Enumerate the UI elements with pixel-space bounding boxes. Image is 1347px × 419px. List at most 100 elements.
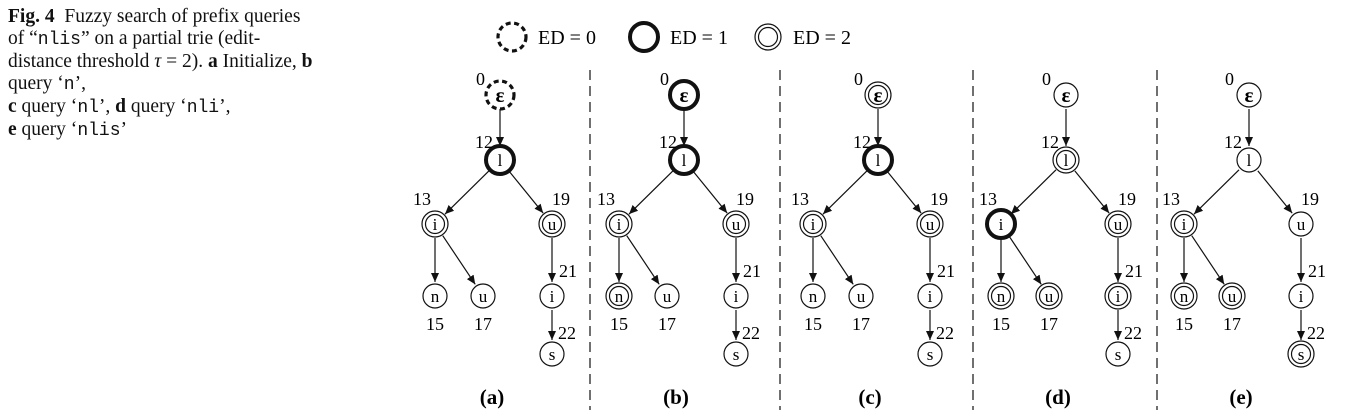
node-s22-number: 22 bbox=[1307, 323, 1325, 343]
node-root-number: 0 bbox=[476, 69, 485, 89]
legend-double-swatch-inner-ring bbox=[757, 26, 779, 48]
node-i13-char: i bbox=[433, 215, 438, 234]
node-u17-number: 17 bbox=[1040, 314, 1058, 334]
panel-label: (c) bbox=[858, 385, 881, 409]
caption-a-label: a bbox=[207, 51, 218, 72]
caption-c-label: c bbox=[8, 96, 17, 117]
node-i21-number: 21 bbox=[937, 261, 955, 281]
node-i21-char: i bbox=[928, 287, 933, 306]
node-u19-char: u bbox=[1114, 215, 1123, 234]
caption-c-text: query ‘ bbox=[16, 96, 78, 117]
edge-i13-u17 bbox=[626, 235, 660, 285]
node-n15-number: 15 bbox=[610, 314, 628, 334]
caption-d-end: ’, bbox=[219, 96, 231, 117]
node-l-char: l bbox=[1247, 151, 1252, 170]
caption-d-label: d bbox=[115, 96, 127, 117]
caption-query: nlis bbox=[37, 30, 81, 50]
node-i21-circle bbox=[1288, 283, 1314, 309]
node-l-number: 12 bbox=[1224, 132, 1242, 152]
node-u19-number: 19 bbox=[736, 189, 754, 209]
node-i21-number: 21 bbox=[743, 261, 761, 281]
node-i21-char: i bbox=[1116, 287, 1121, 306]
node-l-char: l bbox=[682, 151, 687, 170]
edge-l-i13 bbox=[822, 169, 869, 215]
node-i21-number: 21 bbox=[1125, 261, 1143, 281]
node-u17-number: 17 bbox=[474, 314, 492, 334]
node-n15-char: n bbox=[431, 287, 440, 306]
node-root-circle bbox=[1053, 82, 1079, 108]
node-u17-circle bbox=[848, 283, 874, 309]
node-root-char: ε bbox=[496, 83, 505, 107]
node-u17-char: u bbox=[857, 287, 866, 306]
node-s22-char: s bbox=[549, 345, 556, 364]
edge-i13-u17 bbox=[442, 235, 476, 285]
node-u19-circle-inner-ring bbox=[919, 213, 941, 235]
edge-l-u19 bbox=[692, 170, 728, 214]
node-u19-char: u bbox=[548, 215, 557, 234]
node-l-circle bbox=[484, 144, 516, 176]
edge-l-u19 bbox=[1257, 170, 1293, 214]
node-i21-circle bbox=[723, 283, 749, 309]
node-i21-char: i bbox=[734, 287, 739, 306]
node-i13-circle-inner-ring bbox=[802, 213, 824, 235]
node-n15-circle bbox=[422, 283, 448, 309]
node-i13-char: i bbox=[617, 215, 622, 234]
caption-b-label: b bbox=[301, 51, 313, 72]
node-n15-char: n bbox=[615, 287, 624, 306]
node-i21-number: 21 bbox=[559, 261, 577, 281]
node-u19-char: u bbox=[1297, 215, 1306, 234]
node-n15-number: 15 bbox=[1175, 314, 1193, 334]
panel-label: (d) bbox=[1045, 385, 1071, 409]
node-u19-circle-inner-ring bbox=[725, 213, 747, 235]
node-s22-number: 22 bbox=[1124, 323, 1142, 343]
node-l-char: l bbox=[876, 151, 881, 170]
node-n15-circle bbox=[800, 283, 826, 309]
node-i13-char: i bbox=[999, 215, 1004, 234]
node-l-circle bbox=[1236, 147, 1262, 173]
node-u17-circle-inner-ring bbox=[1038, 285, 1060, 307]
node-n15-circle-inner-ring bbox=[608, 285, 630, 307]
caption-d-query: nli bbox=[186, 98, 220, 118]
node-s22-circle bbox=[917, 341, 943, 367]
caption-a-text: Initialize, bbox=[217, 51, 302, 72]
node-root-char: ε bbox=[1062, 83, 1071, 107]
node-l-number: 12 bbox=[853, 132, 871, 152]
node-s22-circle bbox=[723, 341, 749, 367]
node-l-char: l bbox=[498, 151, 503, 170]
caption-e-text: query ‘ bbox=[16, 119, 78, 140]
panel-label: (a) bbox=[480, 385, 505, 409]
edge-i13-u17 bbox=[1008, 235, 1042, 285]
node-l-circle-inner-ring bbox=[1055, 149, 1077, 171]
legend-bold-swatch bbox=[628, 21, 660, 53]
node-i13-circle-inner-ring bbox=[424, 213, 446, 235]
node-n15-number: 15 bbox=[426, 314, 444, 334]
edge-l-u19 bbox=[508, 170, 544, 214]
node-s22-number: 22 bbox=[936, 323, 954, 343]
node-i13-char: i bbox=[1182, 215, 1187, 234]
node-l-char: l bbox=[1064, 151, 1069, 170]
legend-double-label: ED = 2 bbox=[793, 27, 851, 49]
edge-l-i13 bbox=[444, 169, 491, 215]
caption-b-query: n bbox=[63, 75, 75, 95]
node-n15-circle-inner-ring bbox=[990, 285, 1012, 307]
edge-l-i13 bbox=[1010, 169, 1057, 215]
panel-label: (b) bbox=[663, 385, 689, 409]
trie-panels: ε0l12i13u19n15u17i21s22(a)ε0l12i13u19n15… bbox=[413, 69, 1326, 409]
node-s22-number: 22 bbox=[742, 323, 760, 343]
node-u19-circle-inner-ring bbox=[541, 213, 563, 235]
node-u19-number: 19 bbox=[1118, 189, 1136, 209]
node-l-circle bbox=[862, 144, 894, 176]
node-root-number: 0 bbox=[1042, 69, 1051, 89]
node-s22-number: 22 bbox=[558, 323, 576, 343]
caption-tau: τ bbox=[154, 51, 162, 72]
node-n15-char: n bbox=[997, 287, 1006, 306]
node-n15-number: 15 bbox=[804, 314, 822, 334]
node-root-number: 0 bbox=[660, 69, 669, 89]
node-u19-circle-inner-ring bbox=[1107, 213, 1129, 235]
node-u17-number: 17 bbox=[1223, 314, 1241, 334]
edge-i13-u17 bbox=[820, 235, 854, 285]
